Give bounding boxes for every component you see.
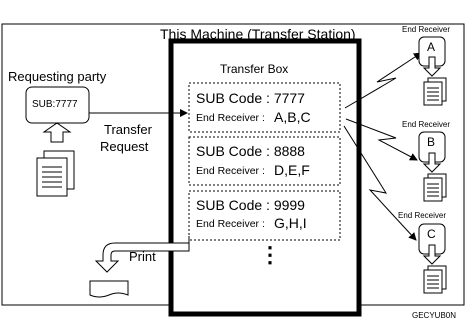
transfer-arrow-b (345, 118, 418, 161)
sub-box-1-code: SUB Code : 7777 (196, 90, 305, 106)
transfer-arrow-a (344, 52, 422, 109)
receiver-c-document-icon (423, 265, 447, 294)
receiver-c-down-arrow (422, 244, 442, 265)
receiver-c-letter: C (427, 227, 436, 241)
receiver-b-letter: B (427, 135, 436, 149)
transfer-box-label: Transfer Box (220, 62, 289, 76)
sub-box-3-end-receiver-value: G,H,I (274, 215, 307, 231)
transfer-request-line2: Request (100, 139, 149, 154)
more-indicator: ⋮ (259, 242, 281, 267)
machine-title: This Machine (Transfer Station) (160, 26, 356, 42)
sub-box-2-end-receiver-label: End Receiver : (196, 165, 265, 177)
print-arrow (94, 236, 190, 273)
receiver-a-down-arrow (422, 56, 442, 77)
sub-box-3-end-receiver-label: End Receiver : (196, 218, 265, 230)
transfer-arrow-c (343, 125, 417, 241)
receiver-b-document-icon (423, 173, 447, 202)
print-label: Print (129, 249, 156, 264)
receiver-c-label: End Receiver (398, 211, 447, 220)
sub-box-3-code: SUB Code : 9999 (196, 197, 305, 213)
figure-code: GECYUB0N (412, 311, 457, 320)
machine-box (168, 38, 362, 317)
receiver-a-letter: A (427, 40, 436, 54)
printed-paper-icon (89, 280, 129, 298)
sub-box-2-end-receiver-value: D,E,F (274, 162, 310, 178)
receiver-b-down-arrow (422, 152, 442, 173)
sub-box-2-frame (188, 136, 341, 186)
sub-box-1-end-receiver-value: A,B,C (274, 109, 311, 125)
receiver-a-label: End Receiver (402, 25, 451, 34)
receiver-b-label: End Receiver (402, 120, 451, 129)
receiver-a-document-icon (423, 77, 447, 106)
requester-sub-code: SUB:7777 (32, 99, 78, 110)
sub-box-2-code: SUB Code : 8888 (196, 143, 305, 159)
sub-box-1-end-receiver-label: End Receiver : (196, 112, 265, 124)
transfer-request-line1: Transfer (104, 122, 152, 137)
requester-up-arrow (42, 122, 72, 143)
requester-document-icon (36, 150, 75, 197)
requesting-party-label: Requesting party (8, 69, 107, 84)
